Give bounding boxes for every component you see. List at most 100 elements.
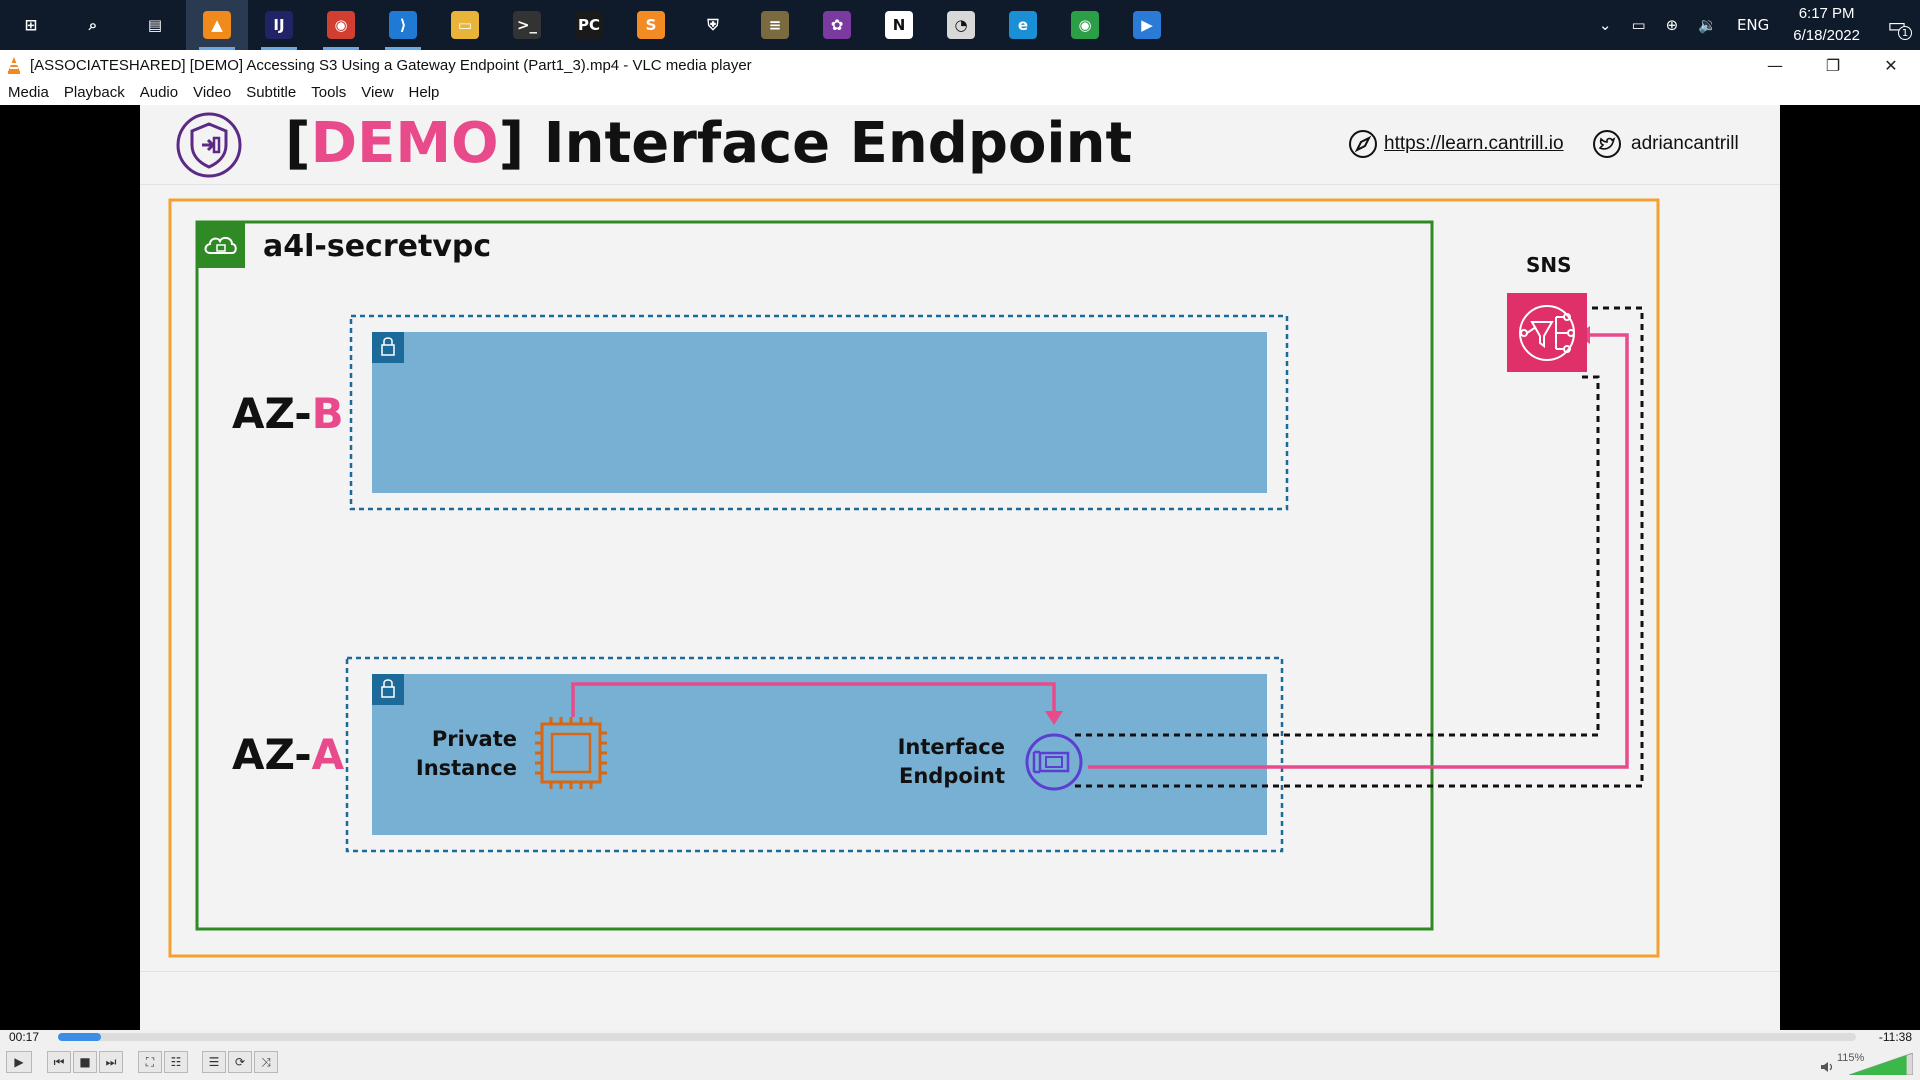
instance-to-endpoint-arrowhead [1045,711,1063,725]
taskbar-image-editor-button[interactable]: ✿ [806,0,868,50]
window-controls: — ❐ ✕ [1746,50,1920,80]
window-title: [ASSOCIATESHARED] [DEMO] Accessing S3 Us… [30,56,752,74]
taskbar-edge-button[interactable]: e [992,0,1054,50]
region-border [168,198,1660,958]
taskbar-vscode-button[interactable]: ⟩ [372,0,434,50]
twitter-icon [1593,130,1621,158]
seek-bar-progress [58,1033,102,1041]
notification-center-icon[interactable]: ▭1 [1874,0,1920,50]
title-bracket-close: ] [498,111,525,176]
video-display[interactable]: [DEMO] Interface Endpoint https://learn.… [0,105,1920,1030]
tray-app-icon: ≡ [761,11,789,39]
speaker-icon[interactable] [1820,1060,1834,1074]
time-remaining[interactable]: -11:38 [1878,1030,1912,1044]
vpc-border [195,220,1434,931]
vlc-title-bar: [ASSOCIATESHARED] [DEMO] Accessing S3 Us… [0,50,1920,80]
network-icon[interactable]: ⊕ [1665,16,1679,34]
title-bracket-open: [ [285,111,311,176]
slide-header: [DEMO] Interface Endpoint https://learn.… [140,105,1780,185]
clock-time: 6:17 PM [1798,5,1855,22]
menu-tools[interactable]: Tools [311,84,347,101]
slide-footer-divider [140,971,1780,972]
taskbar-search-button[interactable]: ⌕ [62,0,124,50]
show-hidden-icons-chevron-icon[interactable]: ⌄ [1598,16,1612,34]
clock[interactable]: 6:17 PM 6/18/2022 [1779,3,1874,47]
interface-endpoint-icon [1025,733,1083,791]
previous-button[interactable]: ⏮ [47,1051,71,1073]
title-demo-tag: DEMO [310,111,499,176]
taskbar-terminal-button[interactable]: >_ [496,0,558,50]
shuffle-button[interactable]: ⤨ [254,1051,278,1073]
vpc-name-label: a4l-secretvpc [263,229,492,264]
taskbar-sublime-button[interactable]: S [620,0,682,50]
az-b-subnet-border [349,314,1289,511]
menu-video[interactable]: Video [193,84,232,101]
slide-title: [DEMO] Interface Endpoint [285,111,1132,176]
taskbar-pycharm-button[interactable]: PC [558,0,620,50]
shield-logo-icon [176,112,242,178]
chrome-profile-icon: ◉ [327,11,355,39]
az-b-subnet [372,332,1267,493]
az-a-label: AZ-A [232,730,344,779]
endpoint-sns-dashed-lower [1075,306,1644,788]
endpoint-to-sns-arrow [1088,333,1629,769]
taskbar-vlc-button[interactable]: ▲ [186,0,248,50]
close-button[interactable]: ✕ [1884,55,1898,75]
edge-icon: e [1009,11,1037,39]
battery-icon[interactable]: ▭ [1631,16,1646,34]
interface-endpoint-label-line2: Endpoint [899,764,1005,788]
volume-icon[interactable]: 🔉 [1698,16,1717,34]
vlc-logo-icon [8,57,20,74]
terminal-icon: >_ [513,11,541,39]
menu-subtitle[interactable]: Subtitle [246,84,297,101]
taskbar-file-explorer-button[interactable]: ▭ [434,0,496,50]
interface-endpoint-label: Interface Endpoint [880,733,1005,791]
private-instance-label: Private Instance [412,725,517,783]
taskbar-intellij-button[interactable]: IJ [248,0,310,50]
fullscreen-button[interactable]: ⛶ [138,1051,162,1073]
taskbar-clock-app-button[interactable]: ◔ [930,0,992,50]
time-elapsed: 00:17 [9,1030,40,1044]
extended-settings-button[interactable]: ☷ [164,1051,188,1073]
seek-bar[interactable] [58,1033,1856,1041]
video-app-icon: ▶ [1133,11,1161,39]
private-instance-label-line1: Private [431,727,517,751]
twitter-handle: adriancantrill [1631,133,1739,154]
volume-slider[interactable] [1849,1053,1913,1075]
taskbar-tray-app-button[interactable]: ≡ [744,0,806,50]
architecture-diagram [168,198,1660,958]
play-button[interactable]: ▶ [6,1051,32,1073]
az-b-letter: B [311,389,344,438]
clock-date: 6/18/2022 [1793,27,1860,44]
taskbar-task-view-button[interactable]: ▤ [124,0,186,50]
player-controls: 00:17 -11:38 ▶ ⏮ ■ ⏭ ⛶ ☷ ☰ ⟳ ⤨ 115% [0,1030,1920,1080]
taskbar-notion-button[interactable]: N [868,0,930,50]
az-a-prefix: AZ- [232,730,312,779]
language-indicator[interactable]: ENG [1736,16,1770,34]
az-a-lock-icon [372,674,404,705]
playlist-button[interactable]: ☰ [202,1051,226,1073]
restore-button[interactable]: ❐ [1825,55,1841,75]
taskbar-chrome-button[interactable]: ◉ [1054,0,1116,50]
menu-help[interactable]: Help [408,84,440,101]
menu-playback[interactable]: Playback [63,84,125,101]
next-button[interactable]: ⏭ [99,1051,123,1073]
notification-count-badge: 1 [1898,26,1912,40]
taskbar-security-shield-button[interactable]: ⛨ [682,0,744,50]
sns-icon [1507,293,1587,372]
loop-button[interactable]: ⟳ [228,1051,252,1073]
menu-media[interactable]: Media [8,84,49,101]
sublime-icon: S [637,11,665,39]
private-instance-label-line2: Instance [415,756,517,780]
taskbar-chrome-profile-button[interactable]: ◉ [310,0,372,50]
taskbar-video-app-button[interactable]: ▶ [1116,0,1178,50]
vlc-menu-bar: Media Playback Audio Video Subtitle Tool… [0,80,1920,105]
menu-view[interactable]: View [361,84,394,101]
az-b-lock-icon [372,332,404,363]
minimize-button[interactable]: — [1767,55,1783,75]
taskbar-start-menu-button[interactable]: ⊞ [0,0,62,50]
stop-button[interactable]: ■ [73,1051,97,1073]
menu-audio[interactable]: Audio [139,84,179,101]
security-shield-icon: ⛨ [699,11,727,39]
